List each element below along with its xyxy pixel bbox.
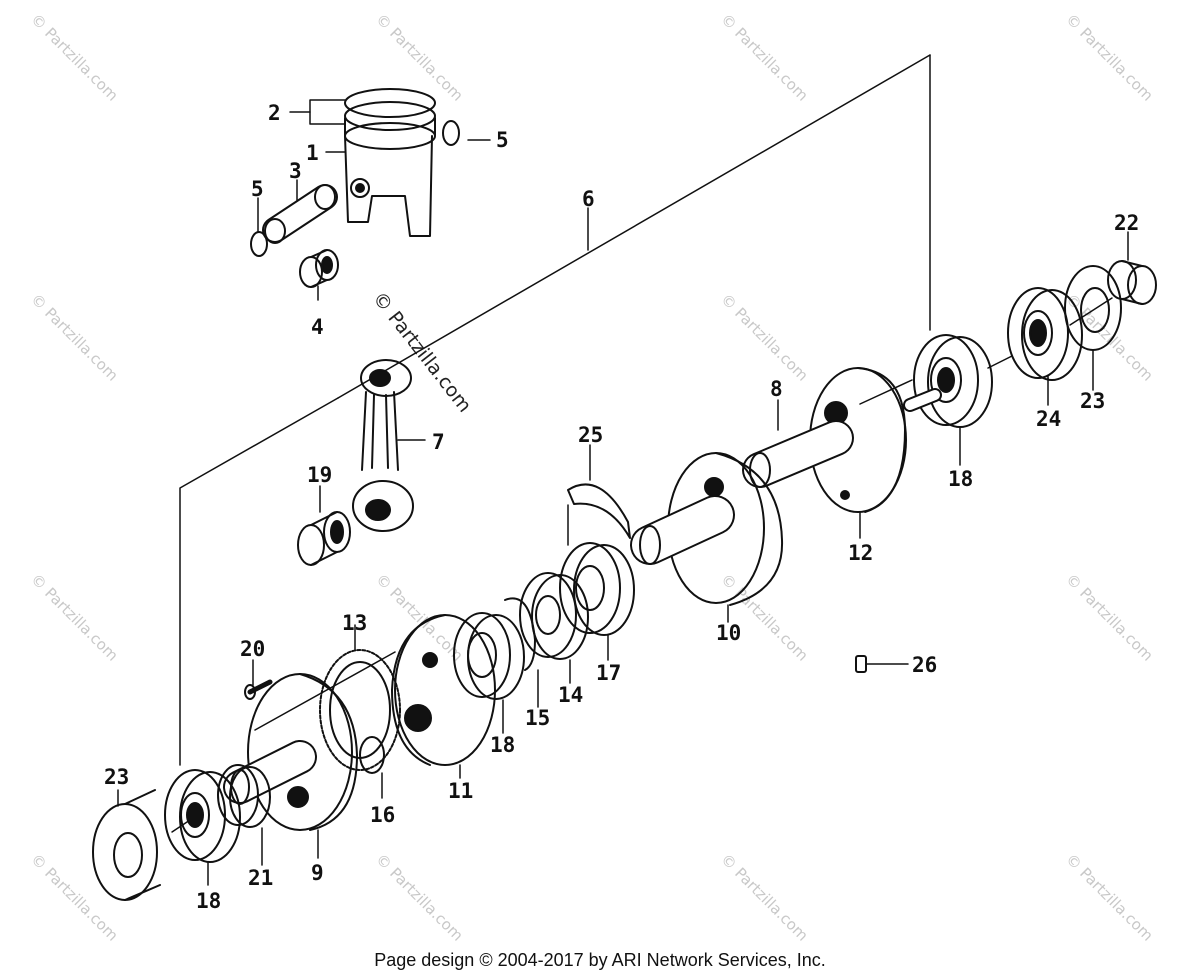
callout-20: 20: [240, 637, 265, 661]
washer-16: [359, 736, 385, 774]
bolt: [244, 679, 273, 700]
footer-copyright: Page design © 2004-2017 by ARI Network S…: [374, 950, 826, 970]
callout-7: 7: [432, 430, 445, 454]
connecting-rod: [352, 359, 414, 532]
watermark-tile: © Partzilla.com: [372, 10, 467, 105]
bearing-14: [519, 572, 589, 660]
circlip-15: [504, 597, 536, 671]
watermark-tile: © Partzilla.com: [372, 570, 467, 665]
guide-lines: [171, 54, 1113, 833]
callout-19: 19: [307, 463, 332, 487]
callout-11: 11: [448, 779, 473, 803]
circlip: [250, 231, 268, 257]
bearing-21: [217, 764, 271, 828]
ball-bearing-17: [559, 542, 635, 636]
crank-half-9: [223, 673, 358, 831]
watermark-tile: © Partzilla.com: [717, 570, 812, 665]
callout-26: 26: [912, 653, 937, 677]
crankshaft-assembly-11: [391, 614, 496, 766]
crank-half-12: [809, 367, 942, 513]
watermark-main: © Partzilla.com: [368, 288, 476, 417]
ball-bearing-18-left: [164, 769, 241, 863]
callout-17: 17: [596, 661, 621, 685]
callout-23-right: 23: [1080, 389, 1105, 413]
callout-18-left: 18: [196, 889, 221, 913]
callout-5-right: 5: [496, 128, 509, 152]
callout-23-left: 23: [104, 765, 129, 789]
watermark-tile: © Partzilla.com: [27, 10, 122, 105]
callout-6: 6: [582, 187, 595, 211]
watermark-tile: © Partzilla.com: [1062, 850, 1157, 945]
callout-8: 8: [770, 377, 783, 401]
watermark-tile: © Partzilla.com: [1062, 10, 1157, 105]
callout-12: 12: [848, 541, 873, 565]
callout-3: 3: [289, 159, 302, 183]
needle-bearing-large: [297, 511, 351, 566]
ball-bearing-18-middle: [453, 612, 525, 700]
callout-5-left: 5: [251, 177, 264, 201]
ball-bearing-24: [1007, 287, 1083, 381]
oil-seal-22: [1107, 260, 1157, 305]
seal-ring-left: [92, 789, 161, 901]
watermark-tile: © Partzilla.com: [27, 850, 122, 945]
thrust-washer: [567, 483, 631, 539]
watermark-tile: © Partzilla.com: [717, 10, 812, 105]
callout-24: 24: [1036, 407, 1061, 431]
callout-15: 15: [525, 706, 550, 730]
callout-22: 22: [1114, 211, 1139, 235]
callout-9: 9: [311, 861, 324, 885]
callout-4: 4: [311, 315, 324, 339]
watermark-tile: © Partzilla.com: [717, 850, 812, 945]
leader-lines: [117, 99, 1129, 886]
dowel-pin: [855, 655, 909, 673]
callout-25: 25: [578, 423, 603, 447]
circlip: [442, 120, 460, 146]
callout-18-middle: 18: [490, 733, 515, 757]
needle-bearing-small: [299, 249, 339, 288]
callout-10: 10: [716, 621, 741, 645]
callout-13: 13: [342, 611, 367, 635]
watermark-tile: © Partzilla.com: [27, 570, 122, 665]
watermark-tile: © Partzilla.com: [1062, 570, 1157, 665]
crank-half-10: [630, 452, 784, 606]
ball-bearing-18-right: [913, 334, 993, 428]
callout-21: 21: [248, 866, 273, 890]
callout-16: 16: [370, 803, 395, 827]
piston-pin: [262, 184, 338, 244]
callout-1: 1: [306, 141, 319, 165]
piston: [344, 88, 436, 237]
callout-2: 2: [268, 101, 281, 125]
callout-14: 14: [558, 683, 583, 707]
watermark-tile: © Partzilla.com: [717, 290, 812, 385]
watermark-tile: © Partzilla.com: [27, 290, 122, 385]
watermark-tile: © Partzilla.com: [372, 850, 467, 945]
callout-18-right: 18: [948, 467, 973, 491]
callouts: 1 2 3 4 5 5 6 7 8 9 10 11 12 13 14 15 16…: [104, 101, 1139, 913]
